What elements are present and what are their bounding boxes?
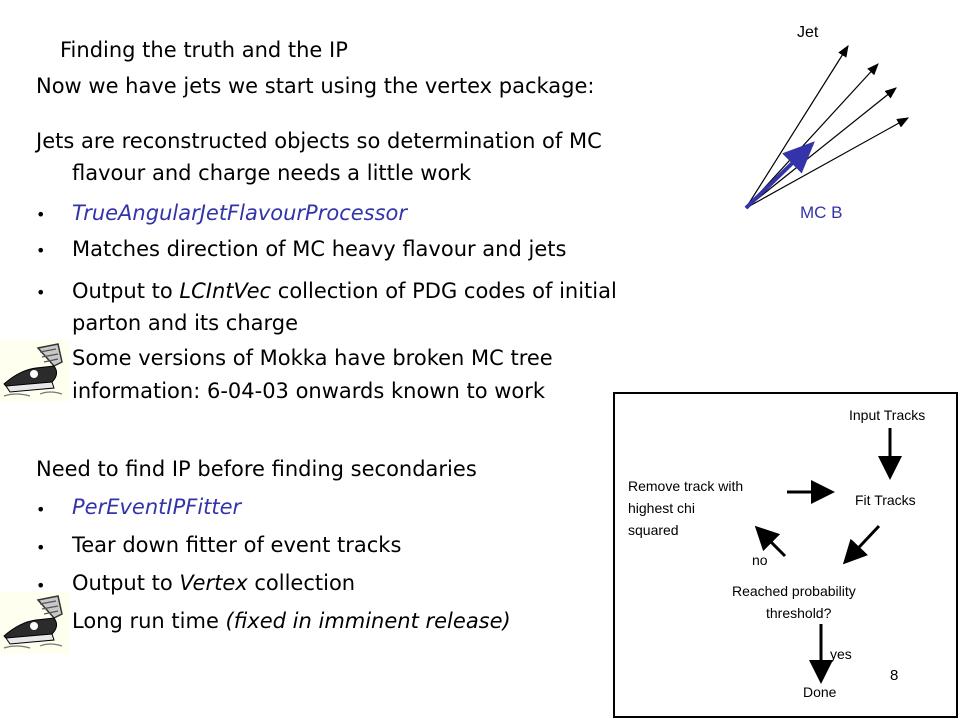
flow-reached-line1: Reached probability: [732, 583, 856, 599]
jet-line: [745, 87, 897, 209]
bullet-matches: Matches direction of MC heavy flavour an…: [72, 237, 567, 261]
warning1-line1: Some versions of Mokka have broken MC tr…: [72, 346, 553, 370]
jet-line: [745, 44, 849, 209]
arrow-no-to-remove: [754, 525, 787, 558]
flow-fit-tracks: Fit Tracks: [855, 492, 916, 508]
flowchart-box: [613, 392, 958, 718]
para1-line2: flavour and charge needs a little work: [72, 161, 472, 185]
sneaker-warning-icon: [0, 340, 70, 402]
bullet-ipfitter: PerEventIPFitter: [72, 495, 242, 519]
mc-b-label: MC B: [800, 203, 843, 222]
jet-diagram: [744, 44, 910, 210]
flow-yes-label: yes: [830, 646, 852, 662]
bullet-dot: •: [36, 283, 46, 302]
para2-text: Need to find IP before finding secondari…: [36, 457, 477, 481]
bullet-processor: TrueAngularJetFlavourProcessor: [72, 201, 408, 225]
bullet-output-em: LCIntVec: [179, 279, 272, 303]
warning2-text: Long run time (fixed in imminent release…: [72, 608, 511, 635]
warning2-pre: Long run time: [72, 609, 226, 633]
flowchart-arrows: [754, 428, 902, 684]
para1-line1: Jets are reconstructed objects so determ…: [36, 129, 602, 153]
bullet-dot: •: [36, 241, 46, 260]
bullet-output-vertex: Output to Vertex collection: [72, 570, 355, 597]
page-number: 8: [890, 667, 899, 684]
flow-remove-line3: squared: [628, 522, 679, 538]
warning1-line2: information: 6-04-03 onwards known to wo…: [72, 379, 546, 403]
flow-no-label: no: [752, 552, 768, 568]
mc-b-arrow: [744, 141, 815, 210]
bullet-dot: •: [36, 576, 46, 595]
arrow-fit-to-reached: [842, 524, 881, 565]
bullet-teardown: Tear down fitter of event tracks: [72, 533, 402, 557]
flow-input-tracks: Input Tracks: [849, 407, 926, 423]
bullet-dot: •: [36, 500, 46, 519]
flow-remove-line1: Remove track with: [628, 478, 744, 494]
bullet-vertex-post: collection: [247, 571, 356, 595]
jet-line: [745, 117, 910, 209]
jet-label: Jet: [797, 24, 819, 41]
bullet-output-lcintvec: Output to LCIntVec collection of PDG cod…: [72, 278, 617, 305]
bullet-vertex-pre: Output to: [72, 571, 180, 595]
bullet-output-line2: parton and its charge: [72, 311, 299, 335]
bullet-output-post: collection of PDG codes of initial: [271, 279, 617, 303]
flow-reached-line2: threshold?: [766, 605, 832, 621]
slide-title: Finding the truth and the IP: [60, 38, 348, 62]
flow-remove-line2: highest chi: [628, 500, 695, 516]
bullet-vertex-em: Vertex: [179, 571, 248, 595]
bullet-dot: •: [36, 538, 46, 557]
intro-text: Now we have jets we start using the vert…: [36, 74, 595, 98]
bullet-dot: •: [36, 205, 46, 224]
bullet-output-pre: Output to: [72, 279, 180, 303]
flow-done: Done: [803, 684, 837, 700]
warning2-em: (fixed in imminent release): [225, 609, 511, 633]
sneaker-warning-icon: [0, 592, 70, 654]
